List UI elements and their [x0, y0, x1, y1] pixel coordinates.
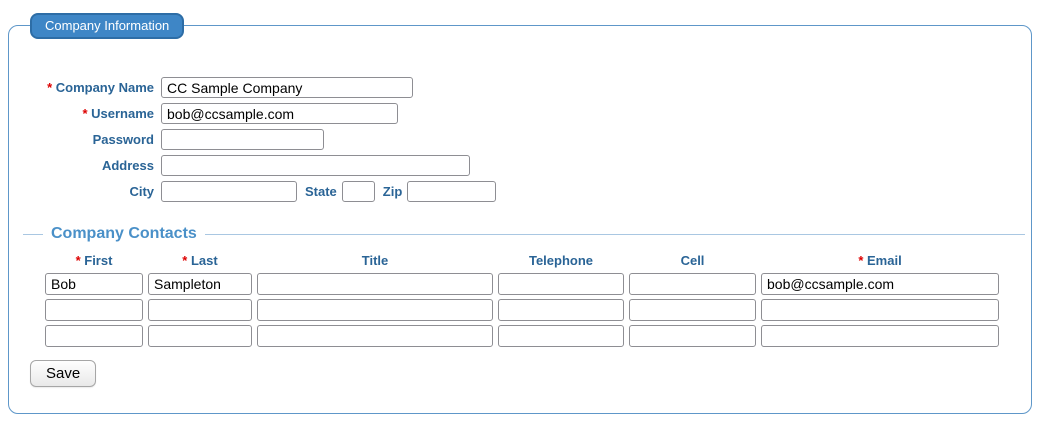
contact-row-1	[45, 273, 1025, 295]
column-header-title: Title	[361, 253, 389, 268]
save-button[interactable]: Save	[30, 360, 97, 387]
contact-row-3	[45, 325, 1025, 347]
state-input[interactable]	[341, 181, 375, 202]
state-label: State	[305, 184, 337, 199]
city-input[interactable]	[161, 181, 297, 202]
company-contacts-title: Company Contacts	[51, 225, 197, 242]
required-asterisk: *	[858, 253, 864, 268]
password-input[interactable]	[161, 129, 324, 150]
contact-3-last-input[interactable]	[148, 325, 252, 347]
address-input[interactable]	[161, 155, 470, 176]
contact-1-first-input[interactable]	[45, 273, 143, 295]
contact-2-telephone-input[interactable]	[498, 299, 624, 321]
company-name-label-text: Company Name	[55, 80, 154, 95]
contact-3-first-input[interactable]	[45, 325, 143, 347]
address-label-text: Address	[101, 158, 154, 173]
contact-1-cell-input[interactable]	[629, 273, 756, 295]
company-contacts-section: Company Contacts * First * Last Title Te…	[23, 225, 1025, 351]
contact-2-cell-input[interactable]	[629, 299, 756, 321]
company-information-panel: Company Information * Company Name * Use…	[8, 13, 1032, 414]
required-asterisk: *	[47, 80, 53, 95]
form-row-password: Password	[9, 129, 1031, 150]
contact-3-title-input[interactable]	[257, 325, 493, 347]
username-label-text: Username	[91, 106, 154, 121]
column-header-cell: Cell	[680, 253, 705, 268]
contact-2-title-input[interactable]	[257, 299, 493, 321]
contact-3-cell-input[interactable]	[629, 325, 756, 347]
required-asterisk: *	[182, 253, 188, 268]
company-form: * Company Name * Username Password Addre…	[9, 77, 1031, 202]
zip-input[interactable]	[407, 181, 497, 202]
contact-1-telephone-input[interactable]	[498, 273, 624, 295]
contact-2-last-input[interactable]	[148, 299, 252, 321]
contact-1-title-input[interactable]	[257, 273, 493, 295]
form-row-address: Address	[9, 155, 1031, 176]
form-row-username: * Username	[9, 103, 1031, 124]
column-header-email: * Email	[858, 253, 902, 268]
contact-1-last-input[interactable]	[148, 273, 252, 295]
zip-label: Zip	[382, 184, 403, 199]
form-row-city-state-zip: City State Zip	[9, 181, 1031, 202]
contacts-table: * First * Last Title Telephone Cell * Em…	[45, 253, 1025, 347]
city-label: City	[9, 184, 161, 199]
form-row-company-name: * Company Name	[9, 77, 1031, 98]
password-label-text: Password	[92, 132, 154, 147]
contact-2-email-input[interactable]	[761, 299, 999, 321]
company-name-label: * Company Name	[9, 80, 161, 95]
contact-3-telephone-input[interactable]	[498, 325, 624, 347]
column-header-first: * First	[75, 253, 113, 268]
city-label-text: City	[129, 184, 154, 199]
required-asterisk: *	[75, 253, 81, 268]
contact-3-email-input[interactable]	[761, 325, 999, 347]
panel-title-tab: Company Information	[30, 13, 185, 39]
contact-1-email-input[interactable]	[761, 273, 999, 295]
column-header-last: * Last	[182, 253, 218, 268]
username-label: * Username	[9, 106, 161, 121]
password-label: Password	[9, 132, 161, 147]
company-name-input[interactable]	[161, 77, 413, 98]
contact-2-first-input[interactable]	[45, 299, 143, 321]
contact-row-2	[45, 299, 1025, 321]
required-asterisk: *	[82, 106, 88, 121]
panel-title: Company Information	[45, 18, 170, 33]
contacts-header-row: * First * Last Title Telephone Cell * Em…	[45, 253, 1025, 268]
username-input[interactable]	[161, 103, 398, 124]
column-header-telephone: Telephone	[528, 253, 594, 268]
address-label: Address	[9, 158, 161, 173]
